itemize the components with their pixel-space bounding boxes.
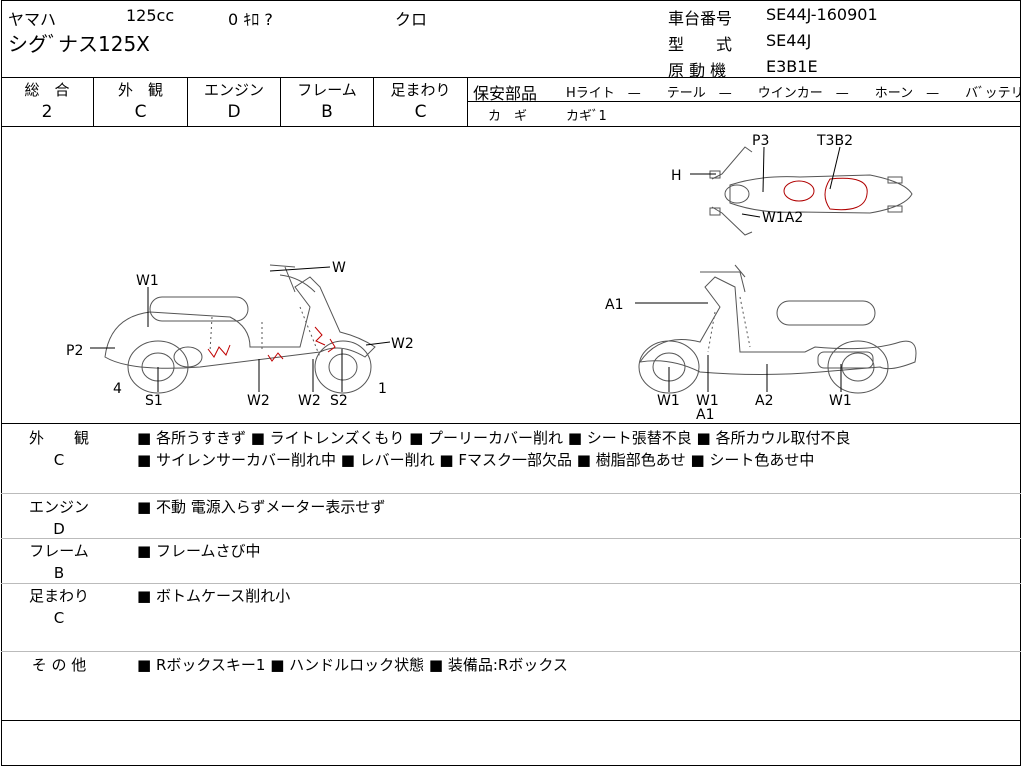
- mileage: 0 ｷﾛ ?: [228, 10, 273, 29]
- diagram-label: W2: [247, 393, 270, 409]
- diagram-label: P2: [66, 343, 83, 359]
- key-value: カギﾞ1: [566, 109, 607, 124]
- remark-line: ■ Rボックスキー1 ■ ハンドルロック状態 ■ 装備品:Rボックス: [137, 656, 568, 674]
- diagram-label: W: [332, 260, 346, 276]
- diagram-label: 1: [378, 381, 387, 397]
- remark-line: ■ サイレンサーカバー削れ中 ■ レバー削れ ■ Fマスク一部欠品 ■ 樹脂部色…: [137, 451, 815, 469]
- scooter-top-view: [709, 146, 913, 236]
- remark-label: 足まわり: [28, 587, 89, 605]
- diagram-label: W1: [657, 393, 680, 409]
- grade-label: 総 合: [24, 81, 70, 99]
- damage-diagram: W1 W P2 W2 4 S1 W2 W2 S2 1 A1 W1 W1 A1 A…: [66, 133, 917, 423]
- key-label: カ ギ: [488, 109, 528, 124]
- diagram-label: W1A2: [762, 210, 803, 226]
- type-label: 型 式: [668, 35, 733, 54]
- engine: E3B1E: [766, 57, 818, 76]
- remark-exterior-text: ■ 各所うすきず ■ ライトレンズくもり ■ プーリーカバー削れ ■ シート張替…: [137, 427, 850, 471]
- remark-frame-label: フレーム B: [14, 540, 104, 584]
- grade-exterior: 外 観 C: [94, 79, 187, 122]
- diagram-label: A1: [696, 407, 714, 423]
- grade-value: C: [134, 102, 147, 122]
- remark-grade: C: [53, 451, 65, 469]
- diagram-label: W1: [829, 393, 852, 409]
- color: クロ: [395, 10, 428, 29]
- grade-engine: エンジン D: [188, 79, 280, 122]
- diagram-labels: W1 W P2 W2 4 S1 W2 W2 S2 1 A1 W1 W1 A1 A…: [66, 133, 853, 423]
- diagram-label: W2: [391, 336, 414, 352]
- diagram-label: S1: [145, 393, 163, 409]
- remark-other-text: ■ Rボックスキー1 ■ ハンドルロック状態 ■ 装備品:Rボックス: [137, 654, 568, 676]
- grade-overall: 総 合 2: [1, 79, 93, 122]
- diagram-label: P3: [752, 133, 769, 149]
- safety-items: Hライト — テール — ウインカー — ホーン — バﾞッテリー ×: [566, 86, 1024, 101]
- diagram-label: W1: [136, 273, 159, 289]
- remark-suspension-text: ■ ボトムケース削れ小: [137, 585, 290, 607]
- remark-label: フレーム: [29, 542, 89, 560]
- remark-frame-text: ■ フレームさび中: [137, 540, 261, 562]
- grade-suspension: 足まわり C: [374, 79, 467, 122]
- model-name: シグﾞナス125X: [8, 32, 150, 56]
- grade-value: B: [321, 102, 333, 122]
- diagram-label: A1: [605, 297, 623, 313]
- engine-label: 原 動 機: [668, 61, 727, 80]
- diagram-label: S2: [330, 393, 348, 409]
- remark-exterior-label: 外 観 C: [14, 427, 104, 471]
- remark-line: ■ 各所うすきず ■ ライトレンズくもり ■ プーリーカバー削れ ■ シート張替…: [137, 429, 851, 447]
- diagram-label: W2: [298, 393, 321, 409]
- diagram-label: A2: [755, 393, 773, 409]
- scooter-right-view: [638, 264, 917, 394]
- remark-label: エンジン: [28, 498, 89, 516]
- grade-label: フレーム: [297, 81, 357, 99]
- remark-suspension-label: 足まわり C: [14, 585, 104, 629]
- diagram-label: T3B2: [816, 133, 853, 149]
- grade-label: 外 観: [117, 81, 163, 99]
- frame-no: SE44J-160901: [766, 5, 878, 24]
- remark-engine-text: ■ 不動 電源入らずメーター表示せず: [137, 496, 385, 518]
- type: SE44J: [766, 31, 812, 50]
- diagram-label: H: [671, 168, 682, 184]
- remark-line: ■ ボトムケース削れ小: [137, 587, 291, 605]
- remark-line: ■ フレームさび中: [137, 542, 261, 560]
- remark-other-label: そ の 他: [14, 654, 104, 676]
- remark-grade: D: [53, 520, 65, 538]
- grade-value: 2: [41, 102, 53, 122]
- grade-frame: フレーム B: [281, 79, 373, 122]
- frame-no-label: 車台番号: [668, 9, 733, 28]
- displacement: 125cc: [126, 6, 175, 25]
- diagram-label: 4: [113, 381, 122, 397]
- maker: ヤマハ: [8, 10, 57, 29]
- remark-engine-label: エンジン D: [14, 496, 104, 540]
- remark-line: ■ 不動 電源入らずメーター表示せず: [137, 498, 386, 516]
- remark-grade: C: [53, 609, 65, 627]
- remark-label: そ の 他: [31, 656, 87, 674]
- diagram-label: W1: [696, 393, 719, 409]
- grade-value: D: [227, 102, 241, 122]
- grade-label: 足まわり: [390, 81, 451, 99]
- grade-value: C: [414, 102, 427, 122]
- safety-title: 保安部品: [473, 84, 538, 103]
- remark-grade: B: [53, 564, 65, 582]
- grade-label: エンジン: [203, 81, 264, 99]
- remark-label: 外 観: [28, 429, 89, 447]
